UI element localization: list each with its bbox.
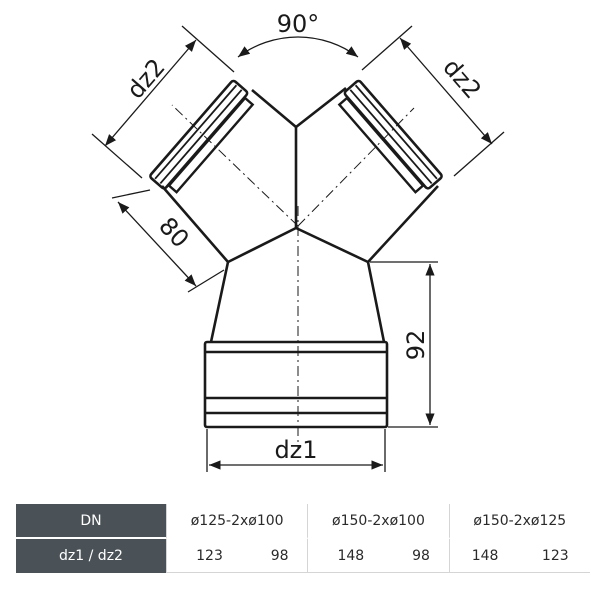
angle-dimension — [237, 36, 359, 58]
group-2-dz1: 148 — [307, 539, 394, 573]
branch-length-dimension — [111, 189, 225, 293]
bottom-dz1-label: dz1 — [274, 436, 317, 464]
group-3-dz2: 123 — [520, 539, 590, 573]
right-branch-rings — [337, 79, 443, 194]
group-3-dz1: 148 — [448, 539, 521, 573]
dn-group-1: ø125-2xø100 — [166, 504, 308, 539]
body-height-dimension — [370, 261, 438, 428]
body-height-label: 92 — [402, 330, 430, 361]
group-1-dz1: 123 — [166, 539, 253, 573]
left-dz2-label: dz2 — [121, 53, 170, 104]
left-branch-rings — [149, 79, 255, 194]
angle-label: 90° — [277, 10, 320, 38]
group-1-dz2: 98 — [252, 539, 308, 573]
dz-header: dz1 / dz2 — [16, 539, 166, 573]
dn-header: DN — [16, 504, 166, 539]
dn-group-3: ø150-2xø125 — [448, 504, 590, 539]
dn-group-2: ø150-2xø100 — [307, 504, 449, 539]
table-row-dz: dz1 / dz2 123 98 148 98 148 123 — [16, 539, 590, 573]
right-dz2-dimension — [361, 25, 505, 177]
bottom-dz1-dimension — [206, 429, 386, 472]
group-2-dz2: 98 — [393, 539, 449, 573]
dimension-table: DN ø125-2xø100 ø150-2xø100 ø150-2xø125 d… — [16, 504, 590, 573]
left-dz2-dimension — [91, 25, 235, 179]
right-dz2-label: dz2 — [437, 53, 486, 104]
table-row-dn: DN ø125-2xø100 ø150-2xø100 ø150-2xø125 — [16, 504, 590, 539]
y-branch-technical-drawing: 90° dz2 dz2 80 92 dz1 — [91, 10, 505, 472]
y-branch-body — [161, 86, 439, 429]
